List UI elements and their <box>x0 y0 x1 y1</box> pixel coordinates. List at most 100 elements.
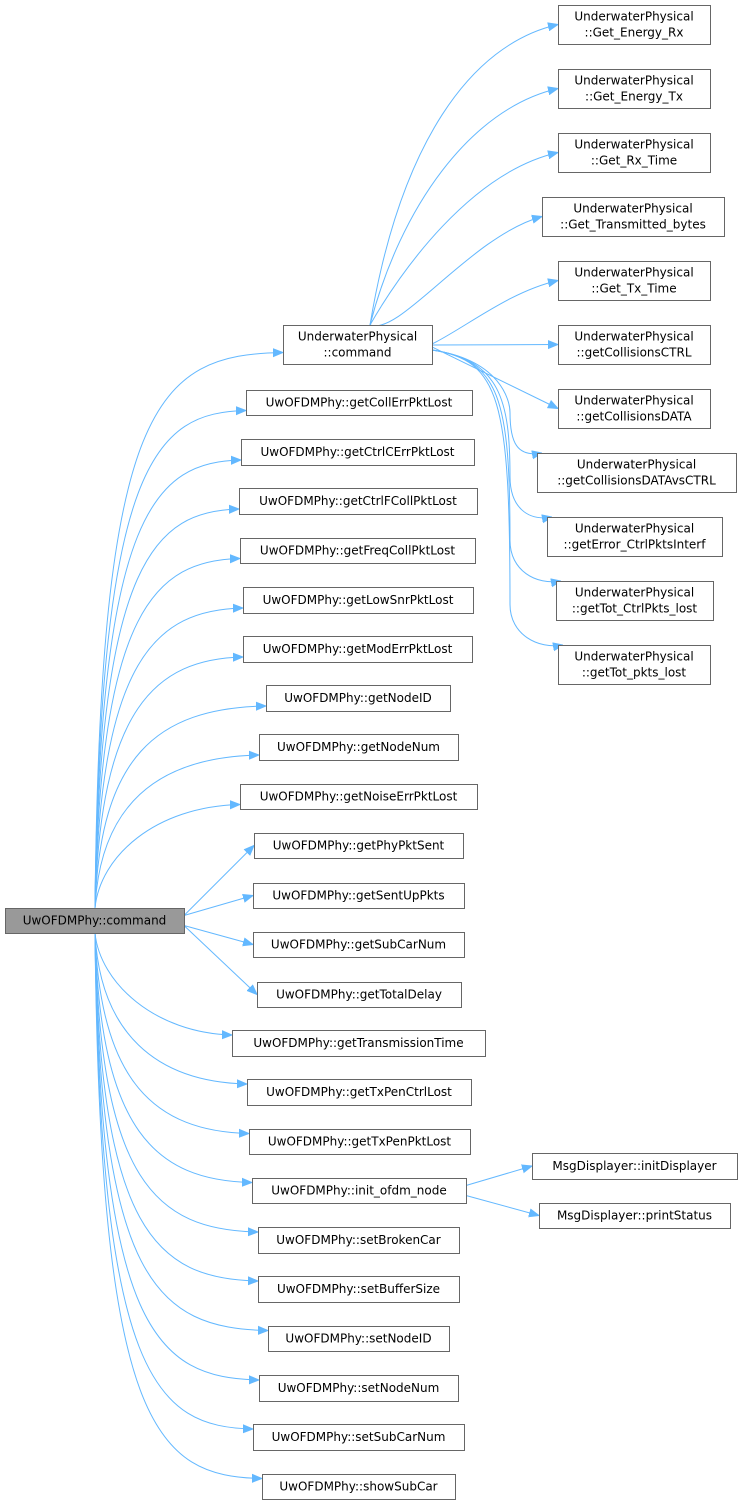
node-box <box>547 517 723 557</box>
call-edge-root-to-getCollErrPktLost <box>94 411 246 909</box>
call-edge-up_command-to-getTot_pkts_lost <box>431 349 563 646</box>
function-node-setBufferSize[interactable]: UwOFDMPhy::setBufferSize <box>258 1276 460 1303</box>
call-edge-up_command-to-Get_Transmitted_bytes <box>369 217 542 327</box>
node-label: UnderwaterPhysical <box>575 522 694 536</box>
call-edge-root-to-getLowSnrPktLost <box>94 608 243 909</box>
function-node-getFreqCollPktLost[interactable]: UwOFDMPhy::getFreqCollPktLost <box>240 538 476 564</box>
node-box <box>542 197 725 237</box>
function-node-printStatus[interactable]: MsgDisplayer::printStatus <box>539 1203 731 1229</box>
node-box <box>259 734 459 761</box>
node-box <box>268 1326 450 1352</box>
node-box <box>558 261 711 301</box>
node-label: UwOFDMPhy::setNodeID <box>285 1332 431 1346</box>
call-edge-root-to-getTxPenPktLost <box>94 932 249 1134</box>
node-box <box>252 1178 467 1204</box>
node-label: UnderwaterPhysical <box>575 586 694 600</box>
function-node-setNodeNum[interactable]: UwOFDMPhy::setNodeNum <box>259 1375 459 1402</box>
function-node-getError_CtrlPktsInterf[interactable]: UnderwaterPhysical::getError_CtrlPktsInt… <box>547 517 723 557</box>
call-edge-root-to-setNodeID <box>94 932 268 1331</box>
function-node-initDisplayer[interactable]: MsgDisplayer::initDisplayer <box>532 1153 738 1180</box>
function-node-getSentUpPkts[interactable]: UwOFDMPhy::getSentUpPkts <box>253 883 465 909</box>
call-edge-root-to-setNodeNum <box>94 932 259 1380</box>
function-node-getTxPenPktLost[interactable]: UwOFDMPhy::getTxPenPktLost <box>249 1129 471 1155</box>
node-label: UwOFDMPhy::getNodeNum <box>277 740 440 754</box>
node-box <box>243 636 473 663</box>
node-box <box>539 1203 731 1229</box>
call-edge-root-to-getPhyPktSent <box>183 846 254 916</box>
function-node-getCollisionsCTRL[interactable]: UnderwaterPhysical::getCollisionsCTRL <box>558 325 711 365</box>
call-edge-root-to-showSubCar <box>94 932 262 1479</box>
call-edge-root-to-getNoiseErrPktLost <box>94 805 240 909</box>
function-node-showSubCar[interactable]: UwOFDMPhy::showSubCar <box>262 1474 456 1500</box>
function-node-getModErrPktLost[interactable]: UwOFDMPhy::getModErrPktLost <box>243 636 473 663</box>
call-edge-root-to-getSentUpPkts <box>183 896 253 916</box>
function-node-init_ofdm_node[interactable]: UwOFDMPhy::init_ofdm_node <box>252 1178 467 1204</box>
node-box <box>239 488 478 515</box>
function-node-Get_Energy_Rx[interactable]: UnderwaterPhysical::Get_Energy_Rx <box>558 5 711 45</box>
node-label: ::getCollisionsDATAvsCTRL <box>557 474 716 488</box>
function-node-getSubCarNum[interactable]: UwOFDMPhy::getSubCarNum <box>253 932 465 958</box>
call-edge-up_command-to-getError_CtrlPktsInterf <box>431 349 552 518</box>
node-box <box>259 1375 459 1402</box>
node-label: MsgDisplayer::printStatus <box>557 1209 712 1223</box>
node-label: ::Get_Tx_Time <box>591 282 676 296</box>
call-edge-root-to-setBrokenCar <box>94 932 258 1232</box>
function-node-getTot_CtrlPkts_lost[interactable]: UnderwaterPhysical::getTot_CtrlPkts_lost <box>556 581 714 621</box>
node-label: UwOFDMPhy::getTxPenPktLost <box>268 1135 452 1149</box>
node-box <box>247 1079 472 1106</box>
function-node-Get_Tx_Time[interactable]: UnderwaterPhysical::Get_Tx_Time <box>558 261 711 301</box>
function-node-getNodeID[interactable]: UwOFDMPhy::getNodeID <box>266 685 451 712</box>
function-node-getTot_pkts_lost[interactable]: UnderwaterPhysical::getTot_pkts_lost <box>558 645 711 685</box>
node-label: UwOFDMPhy::getFreqCollPktLost <box>260 544 455 558</box>
node-box <box>266 685 451 712</box>
function-node-getCtrlCErrPktLost[interactable]: UwOFDMPhy::getCtrlCErrPktLost <box>241 439 475 466</box>
function-node-getCollisionsDATAvsCTRL[interactable]: UnderwaterPhysical::getCollisionsDATAvsC… <box>537 453 737 493</box>
call-edge-root-to-getTotalDelay <box>183 925 257 995</box>
node-label: ::command <box>324 346 392 360</box>
function-node-getCtrlFCollPktLost[interactable]: UwOFDMPhy::getCtrlFCollPktLost <box>239 488 478 515</box>
node-label: UwOFDMPhy::getSentUpPkts <box>272 889 444 903</box>
call-edge-root-to-getSubCarNum <box>183 925 253 945</box>
call-edge-root-to-getCtrlCErrPktLost <box>94 460 241 909</box>
function-node-Get_Transmitted_bytes[interactable]: UnderwaterPhysical::Get_Transmitted_byte… <box>542 197 725 237</box>
function-node-setNodeID[interactable]: UwOFDMPhy::setNodeID <box>268 1326 450 1352</box>
node-label: UwOFDMPhy::showSubCar <box>279 1480 437 1494</box>
call-edge-root-to-setBufferSize <box>94 932 258 1281</box>
function-node-getLowSnrPktLost[interactable]: UwOFDMPhy::getLowSnrPktLost <box>243 587 474 614</box>
node-label: UwOFDMPhy::getCtrlCErrPktLost <box>260 445 454 459</box>
function-node-getPhyPktSent[interactable]: UwOFDMPhy::getPhyPktSent <box>254 833 464 859</box>
call-edge-up_command-to-Get_Rx_Time <box>369 153 558 326</box>
function-node-Get_Energy_Tx[interactable]: UnderwaterPhysical::Get_Energy_Tx <box>558 69 711 109</box>
function-node-setSubCarNum[interactable]: UwOFDMPhy::setSubCarNum <box>253 1424 465 1451</box>
node-label: UwOFDMPhy::getLowSnrPktLost <box>263 593 454 607</box>
call-edge-root-to-getTxPenCtrlLost <box>94 932 247 1084</box>
node-label: UwOFDMPhy::getPhyPktSent <box>273 839 445 853</box>
node-box <box>558 325 711 365</box>
function-node-getTransmissionTime[interactable]: UwOFDMPhy::getTransmissionTime <box>232 1030 486 1057</box>
function-node-getNoiseErrPktLost[interactable]: UwOFDMPhy::getNoiseErrPktLost <box>240 784 478 810</box>
function-node-getTotalDelay[interactable]: UwOFDMPhy::getTotalDelay <box>257 982 462 1008</box>
node-label: UwOFDMPhy::getTxPenCtrlLost <box>266 1085 452 1099</box>
node-label: UwOFDMPhy::getTotalDelay <box>276 988 442 1002</box>
function-node-Get_Rx_Time[interactable]: UnderwaterPhysical::Get_Rx_Time <box>558 133 711 173</box>
function-node-getNodeNum[interactable]: UwOFDMPhy::getNodeNum <box>259 734 459 761</box>
function-node-setBrokenCar[interactable]: UwOFDMPhy::setBrokenCar <box>258 1227 460 1254</box>
call-edge-root-to-getFreqCollPktLost <box>94 559 240 909</box>
node-box <box>558 645 711 685</box>
root-function-node[interactable]: UwOFDMPhy::command <box>5 908 185 934</box>
node-label: UwOFDMPhy::getNoiseErrPktLost <box>260 790 458 804</box>
node-box <box>257 982 462 1008</box>
function-node-up_command[interactable]: UnderwaterPhysical::command <box>283 325 433 365</box>
nodes-layer: UwOFDMPhy::command UnderwaterPhysical::co… <box>5 5 738 1500</box>
function-node-getCollisionsDATA[interactable]: UnderwaterPhysical::getCollisionsDATA <box>558 389 711 429</box>
node-label: UwOFDMPhy::getSubCarNum <box>271 938 446 952</box>
node-box <box>253 883 465 909</box>
node-label: ::Get_Transmitted_bytes <box>560 218 706 232</box>
call-edge-up_command-to-getTot_CtrlPkts_lost <box>431 349 561 582</box>
node-label: ::getTot_CtrlPkts_lost <box>572 602 698 616</box>
call-edge-up_command-to-Get_Energy_Tx <box>369 89 558 326</box>
node-label: ::Get_Energy_Tx <box>585 90 683 104</box>
function-node-getTxPenCtrlLost[interactable]: UwOFDMPhy::getTxPenCtrlLost <box>247 1079 472 1106</box>
function-node-getCollErrPktLost[interactable]: UwOFDMPhy::getCollErrPktLost <box>246 390 473 416</box>
edges-layer <box>94 25 563 1479</box>
